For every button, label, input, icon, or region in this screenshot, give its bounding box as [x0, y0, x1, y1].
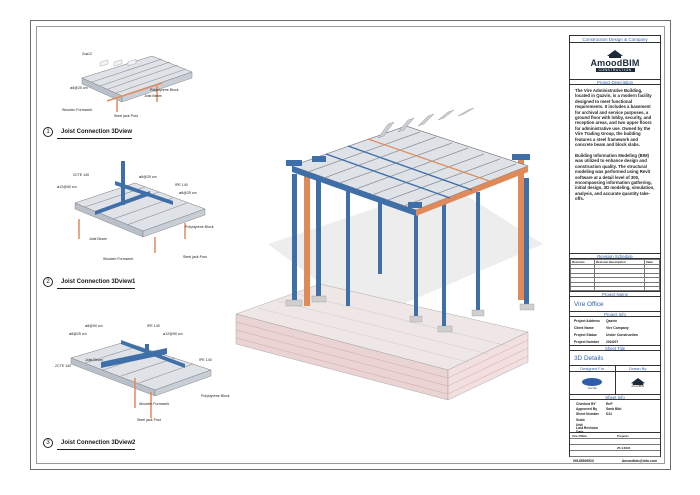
joist-3d-drawing-3	[70, 340, 212, 418]
house-icon	[607, 50, 623, 58]
revision-table: Revision Revision Description Date	[570, 259, 660, 292]
project-description: The Vire Administrative Building, locate…	[575, 88, 655, 202]
company-logo: AmoodBIM CONSTRUCTION	[570, 43, 660, 79]
joist-view-1: 2xø12 ø8@25 cm Polystyrene Block Joist B…	[62, 38, 202, 122]
callout-1-4: Wooden Formwork	[62, 108, 93, 112]
callout-2-0: 2CTE 140	[73, 173, 90, 177]
client-logo-icon	[582, 377, 603, 386]
joist-3d-drawing-1	[81, 55, 193, 112]
building-3d-main-drawing	[235, 107, 543, 401]
drawer-logo: AmoodBIM	[616, 372, 661, 394]
project-name-title: Project Name	[570, 291, 660, 298]
callout-1-1: ø8@25 cm	[70, 86, 88, 90]
callout-3-9: Steel jack Post	[137, 418, 161, 422]
callout-2-8: Steel jack Post	[183, 255, 207, 259]
callout-1-3: Joist Beam	[144, 94, 162, 98]
view-number: 1	[43, 127, 53, 137]
joist-view-3: ø8@50 cm ø8@25 cm IPE 140 ø12@50 cm Jois…	[55, 318, 230, 428]
logo-name: AmoodBIM	[590, 58, 640, 68]
view-number: 2	[43, 277, 53, 287]
view-label: Joist Connection 3Dview2	[61, 440, 136, 446]
view-label: Joist Connection 3Dview1	[61, 279, 136, 285]
contact-footer: 09145569923 Amoodbim@info.com	[570, 457, 660, 465]
callout-3-8: Wooden Formwork	[139, 402, 170, 406]
sheet-title-title: Sheet Title	[570, 345, 660, 352]
project-name: Vire Office	[574, 300, 604, 308]
callout-3-1: ø8@25 cm	[69, 332, 87, 336]
view-title-2: 2 Joist Connection 3Dview1	[43, 277, 136, 289]
project-description-title: Project Description	[570, 79, 660, 85]
callout-2-2: ø12@50 cm	[57, 185, 77, 189]
callout-1-0: 2xø12	[82, 52, 92, 56]
email-address: Amoodbim@info.com	[621, 459, 657, 464]
callout-3-3: ø12@50 cm	[163, 332, 183, 336]
callout-3-6: 2CTE 140	[55, 364, 72, 368]
drawn-by-label: Drawn By	[615, 366, 660, 373]
callout-2-4: ø8@25 cm	[179, 191, 197, 195]
view-number: 3	[43, 438, 53, 448]
joist-3d-drawing-2	[74, 161, 206, 253]
sheet-info-title: Sheet Info	[570, 394, 660, 401]
joist-view-2: 2CTE 140 ø8@25 cm ø12@50 cm IPE 140 ø8@2…	[55, 153, 225, 263]
callout-2-6: Polystyrene Block	[185, 225, 214, 229]
view-title-1: 1 Joist Connection 3Dview	[43, 127, 133, 139]
view-label: Joist Connection 3Dview	[61, 129, 133, 135]
callout-2-3: IPE 140	[175, 183, 188, 187]
callout-3-5: IPE 140	[199, 358, 212, 362]
callout-2-1: ø8@25 cm	[139, 175, 157, 179]
project-info-title: Project Info	[570, 311, 660, 318]
revision-schedule-title: Revision Schedule	[570, 253, 660, 259]
sheet-title: 3D Details	[574, 354, 604, 362]
sheet-outer-border	[30, 20, 671, 470]
logo-subtitle: CONSTRUCTION	[595, 68, 635, 72]
company-header: Construction Design & Company	[570, 36, 660, 43]
callout-1-2: Polystyrene Block	[150, 88, 179, 92]
designed-for-label: Designed For	[570, 366, 615, 373]
callout-3-7: Polystyrene Block	[201, 394, 230, 398]
callout-2-7: Wooden Formwork	[103, 257, 134, 261]
client-logo: vire title	[570, 372, 615, 394]
view-title-3: 3 Joist Connection 3Dview2	[43, 438, 136, 450]
title-block: Construction Design & Company AmoodBIM C…	[569, 35, 661, 463]
phone-number: 09145569923	[573, 459, 594, 464]
house-icon	[630, 378, 645, 386]
callout-1-5: Steel jack Post	[114, 114, 138, 118]
callout-2-5: Joist Beam	[89, 237, 107, 241]
callout-3-4: Joist Beam	[85, 358, 103, 362]
sheet-inner-border	[36, 26, 665, 464]
callout-3-0: ø8@50 cm	[85, 324, 103, 328]
callout-3-2: IPE 140	[147, 324, 160, 328]
